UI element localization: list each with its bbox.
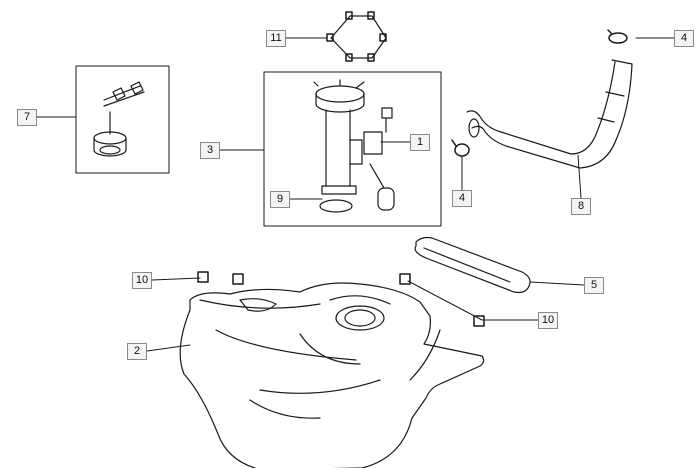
callout-2: 2 bbox=[127, 343, 147, 360]
leader-lines bbox=[36, 37, 675, 352]
callout-3: 3 bbox=[200, 142, 220, 159]
callout-7: 7 bbox=[17, 109, 37, 126]
callout-9: 9 bbox=[270, 191, 290, 208]
callout-11: 11 bbox=[266, 30, 286, 47]
callout-5: 5 bbox=[584, 277, 604, 294]
fuel-tank-drawing bbox=[179, 282, 485, 468]
callout-4-lower: 4 bbox=[452, 190, 472, 207]
hose-clamp-top bbox=[607, 29, 628, 44]
callout-4-top: 4 bbox=[674, 30, 694, 47]
filler-cap-drawing bbox=[93, 81, 145, 157]
heat-shield-drawing bbox=[414, 236, 531, 294]
fuel-pump-drawing bbox=[313, 79, 395, 213]
callout-8: 8 bbox=[571, 198, 591, 215]
hose-clamp-lower bbox=[451, 139, 470, 157]
callout-10-left: 10 bbox=[132, 272, 152, 289]
nuts-drawing bbox=[197, 271, 485, 327]
callout-1: 1 bbox=[410, 134, 430, 151]
callout-10-right: 10 bbox=[538, 312, 558, 329]
filler-hose-drawing bbox=[466, 59, 633, 169]
fastener-set-drawing bbox=[326, 11, 387, 62]
